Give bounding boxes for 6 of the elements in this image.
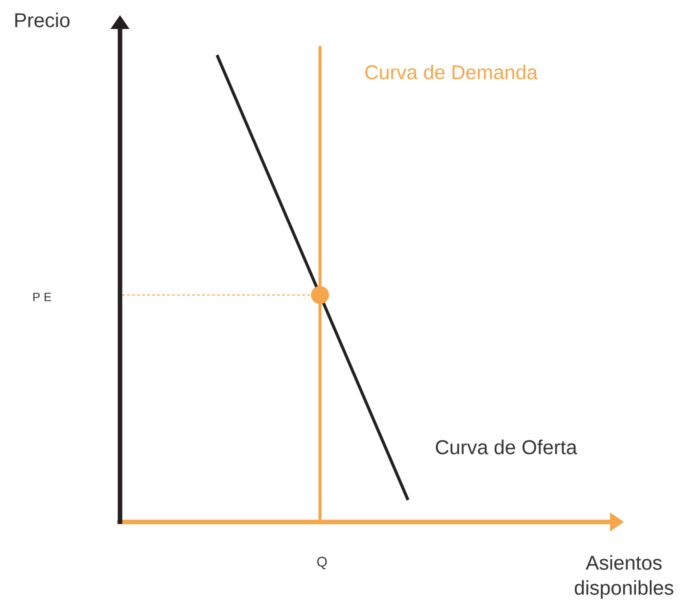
axis-label: Curva de Demanda <box>365 64 538 80</box>
axis-label: Precio <box>15 12 70 28</box>
axis-label: Q <box>317 556 327 570</box>
axis-label: P E <box>33 292 52 302</box>
axis-label: Curva de Oferta <box>436 440 578 454</box>
axis-label: Asientos disponibles <box>574 555 674 599</box>
